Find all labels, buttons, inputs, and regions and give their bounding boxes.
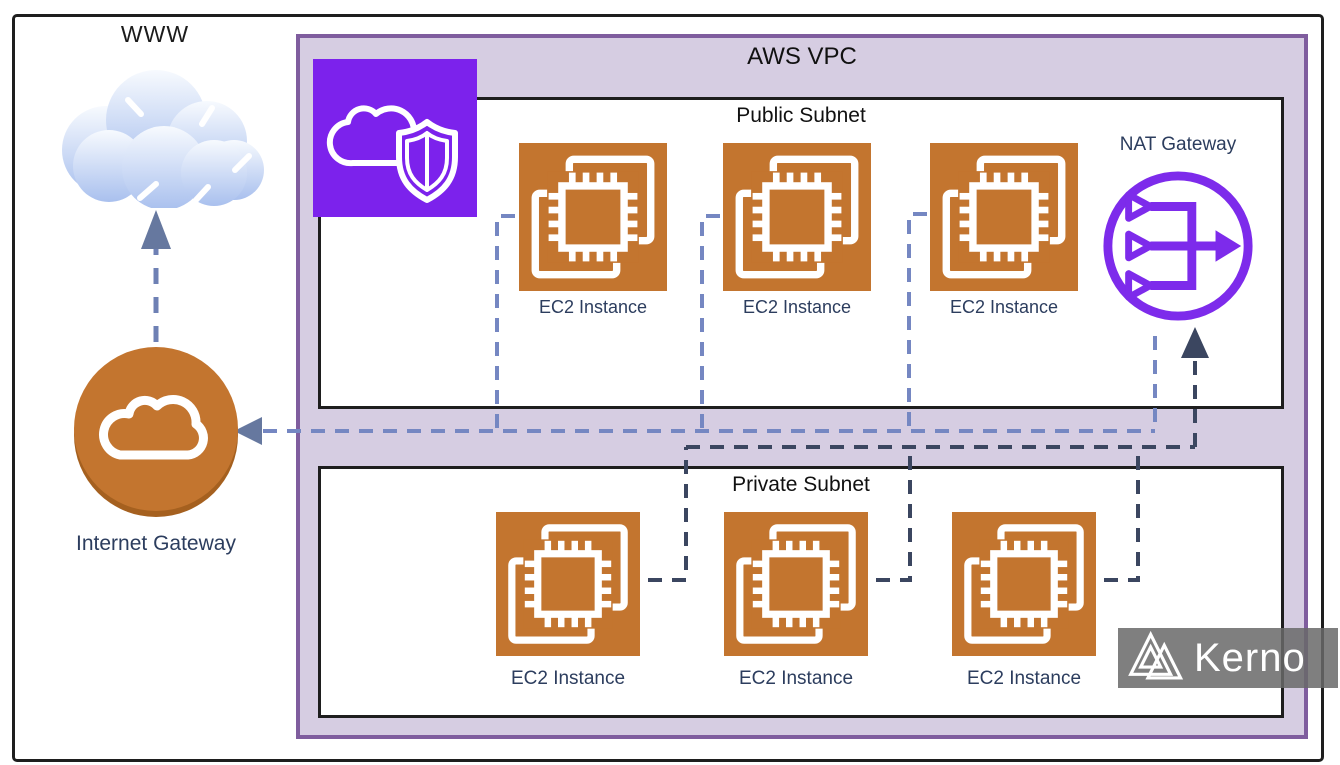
ec2-instance-label: EC2 Instance bbox=[742, 297, 852, 317]
ec2-icon bbox=[952, 512, 1096, 656]
ec2-icon bbox=[724, 512, 868, 656]
www-cloud-icon bbox=[62, 70, 264, 208]
kerno-watermark: Kerno bbox=[1118, 628, 1338, 688]
vpc-shield-icon bbox=[313, 59, 477, 217]
ec2-icon bbox=[496, 512, 640, 656]
nat-gateway-label: NAT Gateway bbox=[1119, 134, 1237, 155]
ec2-icon bbox=[930, 143, 1078, 291]
public-subnet-title: Public Subnet bbox=[736, 104, 866, 127]
internet-gateway-label: Internet Gateway bbox=[76, 532, 236, 555]
kerno-logo-icon bbox=[1128, 630, 1184, 680]
ec2-instance-label: EC2 Instance bbox=[966, 668, 1082, 689]
ec2-instance-label: EC2 Instance bbox=[510, 668, 626, 689]
ec2-instance-label: EC2 Instance bbox=[538, 297, 648, 317]
www-label: WWW bbox=[120, 21, 190, 47]
ec2-instance-label: EC2 Instance bbox=[949, 297, 1059, 317]
private-subnet-title: Private Subnet bbox=[732, 473, 870, 496]
kerno-brand-text: Kerno bbox=[1194, 636, 1306, 680]
ec2-instance-label: EC2 Instance bbox=[738, 668, 854, 689]
ec2-icon bbox=[519, 143, 667, 291]
nat-gateway-icon bbox=[1103, 171, 1253, 321]
ec2-icon bbox=[723, 143, 871, 291]
internet-gateway-icon bbox=[74, 347, 238, 517]
vpc-title: AWS VPC bbox=[747, 43, 857, 70]
